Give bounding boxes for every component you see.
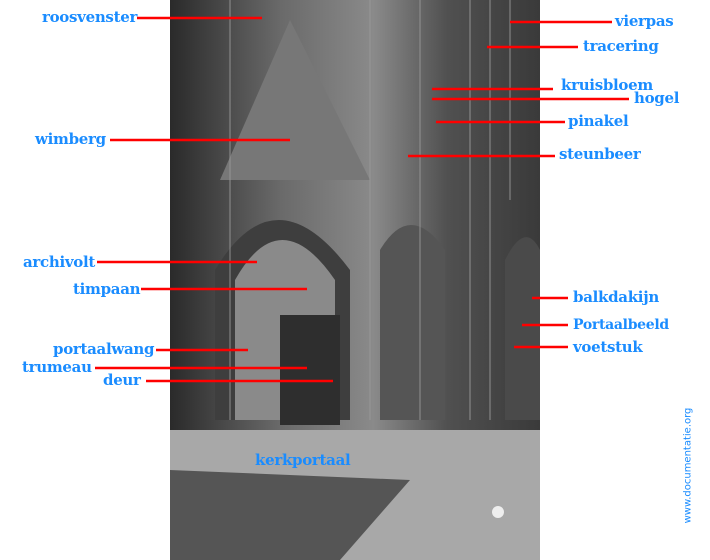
label-vierpas: vierpas	[615, 12, 674, 30]
label-portaalbeeld: Portaalbeeld	[573, 317, 669, 333]
label-wimberg: wimberg	[35, 130, 106, 148]
credit-watermark: www.documentatie.org	[682, 407, 694, 524]
label-timpaan: timpaan	[73, 280, 141, 298]
label-portaalwang: portaalwang	[53, 340, 155, 358]
label-trumeau: trumeau	[22, 358, 92, 376]
cathedral-portal-photo	[170, 0, 540, 560]
label-roosvenster: roosvenster	[42, 8, 138, 26]
label-hogel: hogel	[634, 89, 680, 107]
label-kruisbloem: kruisbloem	[561, 76, 653, 94]
label-voetstuk: voetstuk	[573, 338, 643, 356]
label-balkdakijn: balkdakijn	[573, 288, 659, 306]
label-archivolt: archivolt	[23, 253, 96, 271]
label-kerkportaal: kerkportaal	[255, 451, 351, 469]
label-deur: deur	[103, 371, 141, 389]
label-steunbeer: steunbeer	[559, 145, 641, 163]
label-tracering: tracering	[583, 37, 659, 55]
label-pinakel: pinakel	[568, 112, 629, 130]
